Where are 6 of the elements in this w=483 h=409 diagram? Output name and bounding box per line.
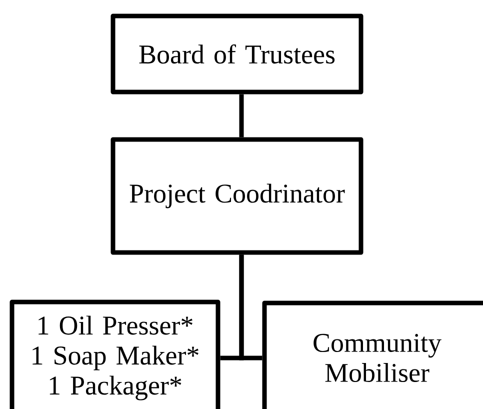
box: 1 Oil Presser* 1 Soap Maker* 1 Packager* (10, 300, 220, 409)
box: Board of Trustees (110, 14, 364, 94)
connector-line (239, 254, 262, 360)
connector-line (239, 94, 244, 138)
box: Community Mobiliser (262, 300, 483, 409)
box: Project Coodrinator (110, 137, 364, 255)
